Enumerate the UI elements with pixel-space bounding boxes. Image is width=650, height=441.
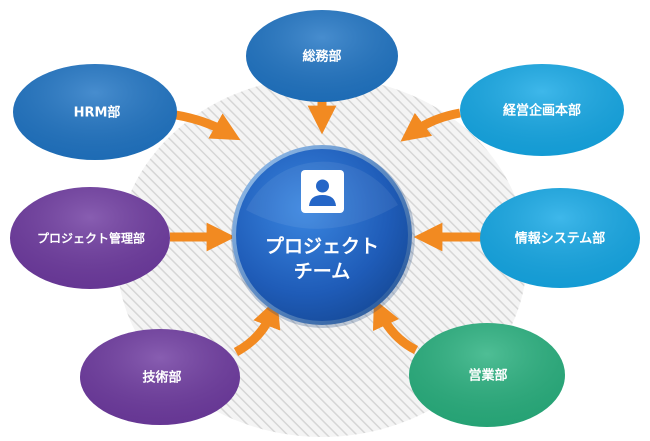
user-icon bbox=[301, 170, 344, 213]
node-label-planning: 経営企画本部 bbox=[503, 103, 581, 119]
node-label-hrm: HRM部 bbox=[74, 105, 121, 121]
node-general-affairs: 総務部 bbox=[246, 10, 398, 102]
center-label-line2: チーム bbox=[294, 261, 350, 283]
node-label-project-management: プロジェクト管理部 bbox=[37, 231, 145, 246]
arrow-engineering-to-center bbox=[233, 298, 281, 356]
node-label-engineering: 技術部 bbox=[142, 370, 181, 386]
connector-arrows bbox=[170, 98, 484, 356]
node-label-sales: 営業部 bbox=[468, 368, 507, 384]
center-label-line1: プロジェクト bbox=[265, 235, 379, 258]
arrow-planning-to-center bbox=[400, 108, 461, 142]
node-planning: 経営企画本部 bbox=[460, 64, 624, 156]
node-engineering: 技術部 bbox=[80, 329, 240, 425]
node-label-general-affairs: 総務部 bbox=[302, 49, 341, 65]
node-sales: 営業部 bbox=[409, 323, 565, 427]
center-node-project-team: プロジェクト チーム bbox=[231, 145, 415, 328]
node-information-systems: 情報システム部 bbox=[480, 188, 640, 288]
node-label-information-systems: 情報システム部 bbox=[515, 231, 606, 247]
node-project-management: プロジェクト管理部 bbox=[10, 187, 170, 289]
arrow-sales-to-center bbox=[372, 298, 419, 355]
arrow-hrm-to-center bbox=[175, 110, 241, 141]
node-hrm: HRM部 bbox=[13, 64, 177, 160]
